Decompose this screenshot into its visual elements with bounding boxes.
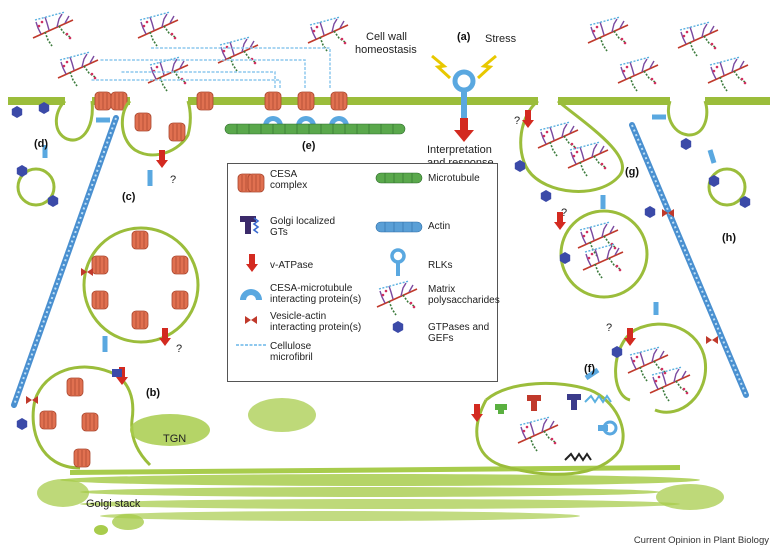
legend-rlks: RLKs: [428, 260, 453, 271]
microtubule-legend-icon: [375, 172, 423, 184]
panel-label-f: (f): [584, 363, 595, 375]
legend-cesa-mt: CESA-microtubule interacting protein(s): [270, 283, 362, 305]
rlk-legend-icon: [390, 248, 406, 276]
legend-golgi-gts: Golgi localized GTs: [270, 216, 336, 238]
cortical-microtubule: [224, 123, 406, 135]
golgi-gt-legend-icon: [240, 216, 260, 234]
rlk-receptor: [431, 54, 497, 142]
legend-microtubule: Microtubule: [428, 173, 480, 184]
fusing-vesicle: [120, 99, 192, 168]
golgi-stack: [37, 398, 724, 535]
matrix-legend-icon: [376, 280, 418, 316]
legend-vatpase: v-ATPase: [270, 260, 314, 271]
question-mark: ?: [176, 343, 182, 355]
gtpase-legend-icon: [392, 321, 404, 333]
tgn-vesicle-f: [471, 382, 625, 476]
panel-label-a: (a): [457, 31, 471, 43]
cesa-legend-icon: [237, 173, 265, 193]
actin-filament-right: [629, 122, 749, 398]
label-tgn: TGN: [163, 433, 186, 445]
question-marks: ? ? ? ? ?: [170, 115, 612, 355]
vesicle-c: [81, 226, 200, 346]
question-mark: ?: [561, 207, 567, 219]
legend-vesicle-actin: Vesicle-actin interacting protein(s): [270, 311, 362, 333]
legend-actin: Actin: [428, 221, 451, 232]
panel-label-c: (c): [122, 191, 136, 203]
legend-cellulose: Cellulose microfibril: [270, 341, 313, 363]
vesicle-mid-right: [554, 206, 674, 299]
label-golgi-stack: Golgi stack: [86, 498, 141, 510]
panel-label-d: (d): [34, 138, 48, 150]
panel-label-e: (e): [302, 140, 316, 152]
panel-label-g: (g): [625, 166, 639, 178]
vesicle-g: [514, 99, 624, 202]
endocytosis-right: [666, 100, 747, 207]
legend-matrix: Matrix polysaccharides: [428, 284, 500, 306]
legend-gtpases: GTPases and GEFs: [428, 322, 490, 344]
cesa-mt-legend-icon: [240, 289, 262, 300]
question-mark: ?: [170, 174, 176, 186]
figure-credit: Current Opinion in Plant Biology: [633, 535, 769, 546]
tgn-vesicle-b: [16, 365, 152, 470]
endocytosis-left: [16, 99, 94, 207]
actin-filament-left: [11, 115, 119, 408]
vatpase-legend-icon: [246, 254, 258, 272]
label-stress: Stress: [485, 33, 517, 45]
cesa-microtubule-proteins: [263, 116, 349, 126]
cellulose-microfibrils: [90, 47, 331, 88]
legend-cesa: CESA complex: [270, 169, 308, 191]
vesicle-lower-right: [611, 322, 718, 414]
question-mark: ?: [606, 322, 612, 334]
vesicle-actin-legend-icon: [245, 316, 257, 324]
cellulose-legend-icon: [236, 344, 266, 346]
panel-label-b: (b): [146, 387, 160, 399]
legend: CESA complex Golgi localized GTs v-ATPas…: [227, 163, 500, 382]
actin-legend-icon: [375, 221, 423, 233]
question-mark: ?: [514, 115, 520, 127]
panel-label-h: (h): [722, 232, 736, 244]
